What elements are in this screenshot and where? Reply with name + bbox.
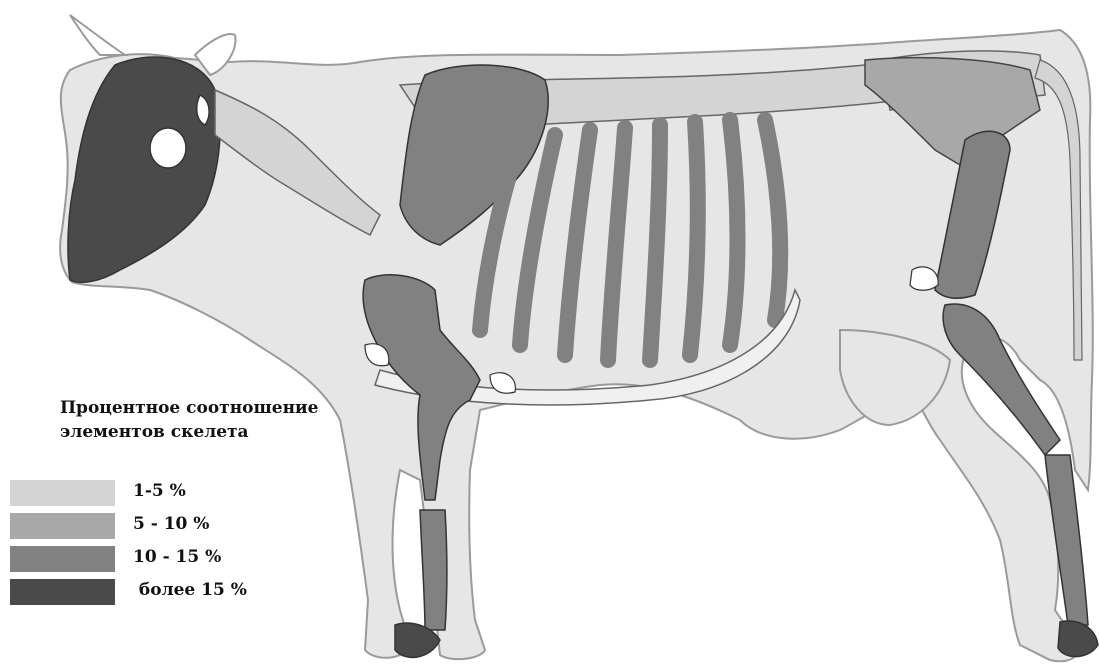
legend-swatch [10,513,115,539]
legend-title-line-1: Процентное соотношение [60,396,360,420]
legend-title-line-2: элементов скелета [60,420,360,444]
legend-swatch [10,546,115,572]
legend-item-10-15: 10 - 15 % [10,546,270,572]
legend-item-over-15: более 15 % [10,579,270,605]
legend-label: 10 - 15 % [133,547,221,567]
legend-label: более 15 % [133,580,247,600]
legend-item-1-5: 1-5 % [10,480,270,506]
legend-label: 5 - 10 % [133,514,209,534]
legend-item-5-10: 5 - 10 % [10,513,270,539]
legend-label: 1-5 % [133,481,186,501]
eye-socket [150,128,186,168]
legend-swatch [10,579,115,605]
hind-hoof-bone [1058,621,1098,657]
legend-title: Процентное соотношение элементов скелета [60,396,360,444]
legend-swatch [10,480,115,506]
